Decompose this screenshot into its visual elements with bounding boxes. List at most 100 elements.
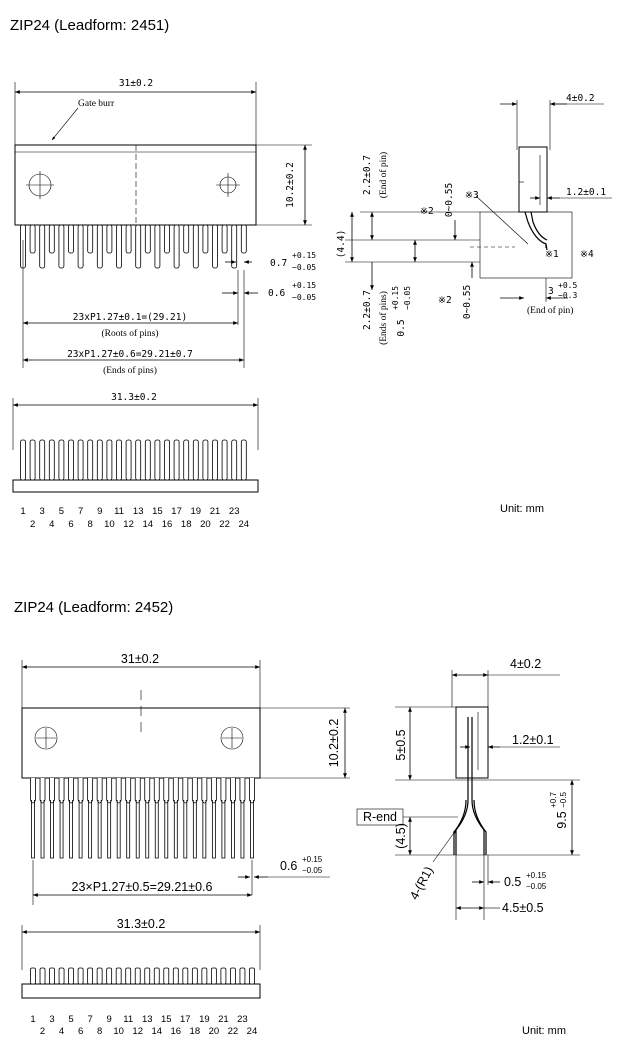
fig1-pin [58, 224, 65, 269]
fig2-pin-number: 10 [113, 1026, 124, 1037]
fig1-note2-top: ※2 [420, 206, 434, 217]
fig1-pin [39, 224, 46, 269]
fig2-pin-number: 5 [68, 1014, 73, 1025]
fig1-pin [125, 224, 132, 254]
fig2-pin-number: 14 [151, 1026, 162, 1037]
fig2-pin [125, 778, 132, 859]
figure1-top-view: 31±0.2 Gate burr 10.2±0.2 0.7 +0.15 −0.0… [14, 78, 316, 376]
fig2-bottom-pin [249, 967, 255, 985]
fig1-side-range-bot: 0~0.55 [462, 285, 473, 319]
fig2-bottom-pin [125, 967, 132, 985]
fig1-side-3-minus: −0.3 [558, 291, 577, 300]
fig2-pin [153, 778, 160, 859]
fig1-pin-number: 1 [20, 506, 25, 517]
fig2-side-95-plus: +0.7 [549, 792, 558, 808]
fig2-side-95-minus: −0.5 [559, 792, 568, 808]
fig1-tol-a-plus: +0.15 [292, 251, 316, 260]
fig2-pin [249, 778, 255, 859]
fig1-pin-number: 16 [162, 519, 173, 530]
fig1-side-body [518, 146, 548, 213]
fig1-bottom-body [12, 479, 259, 493]
fig1-pin [202, 224, 209, 254]
fig2-bottom-pin [58, 967, 65, 985]
fig2-bottom-pin [106, 967, 113, 985]
fig1-roots-label: (Roots of pins) [102, 328, 159, 339]
fig1-width-label: 31±0.2 [119, 78, 153, 89]
fig1-bottom-pin [173, 439, 180, 481]
fig1-pin [48, 224, 55, 254]
fig1-bottom-pin [29, 439, 36, 481]
fig2-bottom-pin [77, 967, 84, 985]
fig1-tol-b: 0.6 [268, 288, 285, 299]
fig2-pin [182, 778, 189, 859]
fig1-pitch-roots: 23xP1.27±0.1=(29.21) [73, 312, 187, 323]
fig2-pin [163, 778, 170, 859]
fig1-pin-number: 6 [68, 519, 73, 530]
fig1-pin [164, 224, 170, 254]
fig1-pin-number: 21 [210, 506, 221, 517]
fig1-bottom-pin [48, 439, 55, 481]
fig1-pin-number: 11 [114, 506, 124, 517]
fig2-bottom-pin [201, 967, 208, 985]
fig1-bottom-pin [87, 439, 94, 481]
fig2-bottom-pin [68, 967, 74, 985]
fig2-pin-number: 2 [40, 1026, 45, 1037]
fig2-pin [87, 778, 94, 859]
fig1-pin [183, 224, 190, 254]
fig1-bottom-pin [212, 439, 218, 481]
fig2-pin-number: 7 [87, 1014, 92, 1025]
figure1-unit: Unit: mm [500, 503, 544, 515]
fig2-pin [172, 778, 179, 859]
fig2-bottom-pin [115, 967, 122, 985]
fig2-bottom-pin [163, 967, 170, 985]
fig2-pin [144, 778, 151, 859]
fig2-pin-number: 13 [142, 1014, 153, 1025]
fig2-pin-number: 8 [97, 1026, 102, 1037]
fig1-note1: ※1 [545, 249, 559, 260]
fig1-package-body [14, 144, 257, 226]
fig1-pin [29, 224, 36, 254]
fig2-pin [115, 778, 122, 859]
fig1-note3: ※3 [465, 190, 479, 201]
fig2-bottom-pin [182, 967, 189, 985]
fig2-side-radius: 4-(R1) [407, 864, 436, 902]
figure1-side-view: 4±0.2 1.2±0.1 ※1 ※4 3 +0.5 −0.3 (End of … [336, 93, 612, 345]
fig1-side-22-top: 2.2±0.7 [362, 155, 373, 195]
fig1-pin-number: 17 [171, 506, 182, 517]
fig1-pin [240, 224, 247, 254]
fig2-side-95: 9.5 [555, 811, 569, 828]
fig1-pin [68, 224, 74, 254]
fig2-bottom-pin [191, 967, 198, 985]
fig2-tol-plus: +0.15 [302, 855, 323, 864]
fig1-side-12: 1.2±0.1 [566, 187, 606, 198]
fig2-side-05-plus: +0.15 [526, 871, 547, 880]
fig2-pin [220, 778, 227, 859]
fig1-pin [212, 224, 218, 269]
fig2-pitch: 23×P1.27±0.5=29.21±0.6 [72, 880, 213, 894]
fig1-bottom-pin [96, 439, 103, 481]
fig2-pin [58, 778, 65, 859]
fig1-bottom-pin [125, 439, 132, 481]
fig1-pin-number: 5 [59, 506, 64, 517]
fig2-pin-number: 15 [161, 1014, 172, 1025]
fig2-pin-number: 23 [237, 1014, 248, 1025]
fig2-bottom-pin [96, 967, 103, 985]
fig1-pin-number: 10 [104, 519, 115, 530]
fig2-pin [68, 778, 74, 859]
fig1-pin-number: 20 [200, 519, 211, 530]
fig2-bottom-pin [220, 967, 227, 985]
fig2-bottom-pin [30, 967, 36, 985]
fig2-pin-number: 6 [78, 1026, 83, 1037]
fig1-pin-number: 23 [229, 506, 240, 517]
figure2-title: ZIP24 (Leadform: 2452) [14, 599, 173, 616]
fig1-side-44: (4.4) [336, 230, 347, 259]
fig2-pin [134, 778, 141, 859]
fig1-pin [87, 224, 94, 254]
fig1-bottom-pin [202, 439, 209, 481]
fig2-pin-number: 18 [190, 1026, 201, 1037]
fig2-pin [210, 778, 217, 859]
fig2-bottom-pin [239, 967, 246, 985]
fig2-pin-number: 21 [218, 1014, 229, 1025]
fig2-pin [49, 778, 55, 859]
